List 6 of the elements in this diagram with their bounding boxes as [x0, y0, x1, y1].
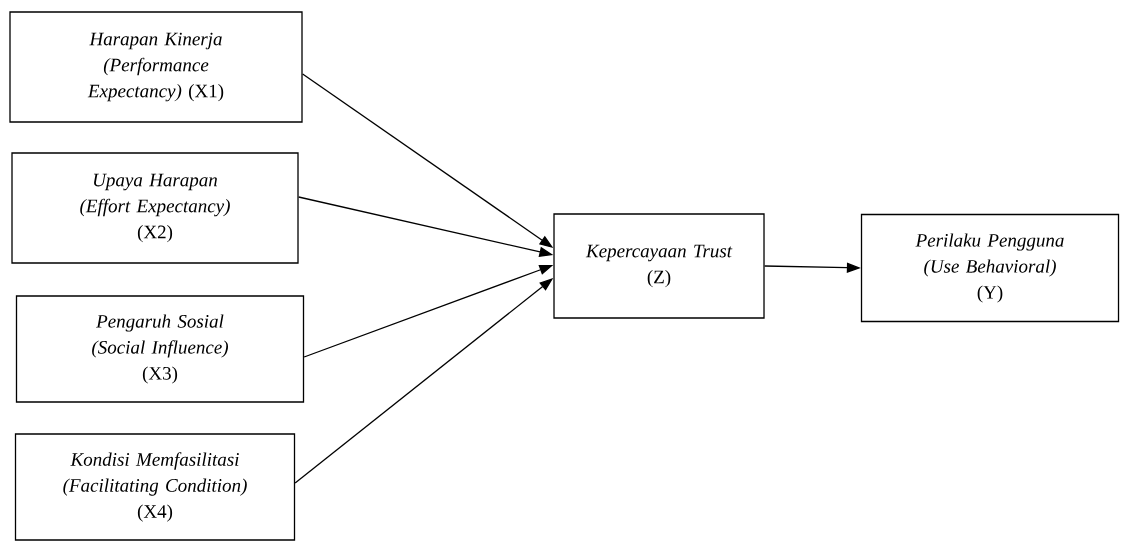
box: Pengaruh Sosial (Social Influence) (X3) — [15, 295, 305, 403]
box: Upaya Harapan (Effort Expectancy) (X2) — [11, 152, 299, 264]
box: Perilaku Pengguna (Use Behavioral) (Y) — [860, 213, 1120, 323]
box: Kepercayaan Trust (Z) — [553, 213, 765, 319]
box: Harapan Kinerja (Performance Expectancy) (X1) — [9, 11, 303, 123]
box: Kondisi Memfasilitasi (Facilitating Condition) (X4) — [14, 433, 296, 541]
